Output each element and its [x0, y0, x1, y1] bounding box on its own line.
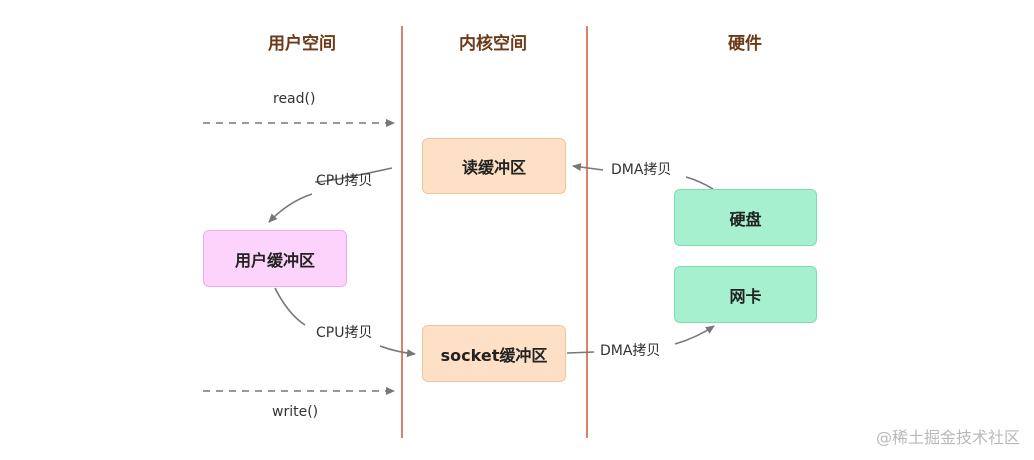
column-heading-hardware: 硬件 [728, 34, 762, 54]
socket-buffer-box: socket缓冲区 [422, 325, 566, 382]
cpu-copy-label-2: CPU拷贝 [316, 325, 373, 341]
dma-copy-read-arrow-tail [572, 163, 604, 172]
read-call-label: read() [273, 91, 316, 107]
cpu-copy-read-arrow [314, 167, 393, 183]
user-buffer-box: 用户缓冲区 [203, 230, 347, 287]
nic-box: 网卡 [674, 266, 817, 323]
dma-copy-label-2: DMA拷贝 [600, 343, 661, 359]
dma-copy-read-arrow [685, 176, 714, 190]
cpu-copy-write-arrow [274, 287, 306, 326]
dma-copy-label-1: DMA拷贝 [611, 162, 672, 178]
cpu-copy-label-1: CPU拷贝 [316, 173, 373, 189]
cpu-copy-read-arrow-tail [268, 193, 313, 223]
dma-copy-write-arrow [566, 351, 595, 354]
watermark: @稀土掘金技术社区 [875, 428, 1020, 447]
column-heading-user-space: 用户空间 [268, 34, 336, 54]
column-heading-kernel-space: 内核空间 [459, 34, 527, 54]
dma-copy-write-arrow-tail [674, 325, 715, 345]
divider-kernel-hardware [586, 26, 588, 438]
read-buffer-box: 读缓冲区 [422, 138, 566, 194]
divider-user-kernel [401, 26, 403, 438]
write-call-label: write() [272, 404, 319, 420]
cpu-copy-write-arrow-tail [379, 345, 416, 358]
disk-box: 硬盘 [674, 189, 817, 246]
